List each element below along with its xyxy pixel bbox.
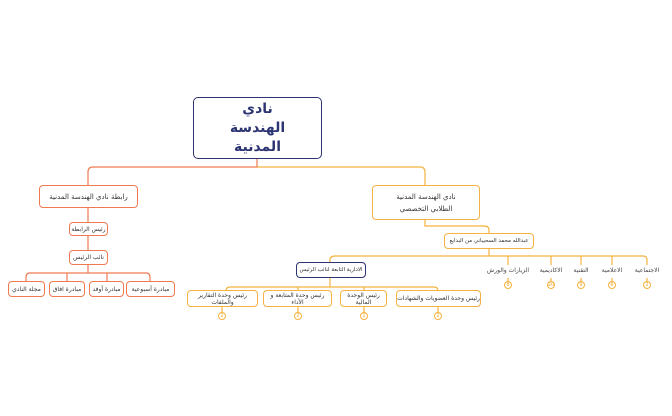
- collapsed-count-badge[interactable]: 20: [547, 281, 555, 289]
- node-label: نادي الهندسة المدنية الطلابي التخصصي: [396, 192, 456, 213]
- collapsed-count-badge[interactable]: 2: [294, 312, 302, 320]
- node-label: مبادرة أوفد: [92, 285, 121, 293]
- node-label: رئيس الرابطة: [71, 225, 106, 233]
- node-label: رئيس وحدة التقارير والملفات: [198, 291, 247, 306]
- collapsed-count-badge[interactable]: 2: [643, 281, 651, 289]
- node-league-vice[interactable]: نائب الرئيس: [69, 250, 108, 265]
- collapsed-count-badge[interactable]: 6: [608, 281, 616, 289]
- root-label: نادي الهندسة المدنية: [229, 100, 286, 155]
- node-label: مبادرة أسبوعية: [131, 285, 170, 293]
- node-admin[interactable]: الادارية التابعة لنائب الرئيس: [296, 262, 366, 278]
- committee-label[interactable]: الاعلامية: [601, 267, 623, 274]
- node-label: رئيس الوحدة المالية: [347, 291, 380, 306]
- node-league[interactable]: رابطة نادي الهندسة المدنية: [39, 185, 138, 208]
- collapsed-count-badge[interactable]: 2: [434, 312, 442, 320]
- node-admin-unit[interactable]: رئيس وحدة المتابعة و الأداء: [263, 290, 332, 307]
- collapsed-count-badge[interactable]: 2: [218, 312, 226, 320]
- node-label: رئيس وحدة المتابعة و الأداء: [270, 291, 325, 306]
- node-label: رئيس وحدة العضويات والشهادات: [397, 295, 480, 302]
- node-label: نائب الرئيس: [73, 254, 104, 261]
- node-initiative[interactable]: مبادرة أسبوعية: [126, 281, 175, 297]
- node-initiative[interactable]: مبادرة افاق: [49, 281, 85, 297]
- node-league-president[interactable]: رئيس الرابطة: [69, 222, 108, 236]
- collapsed-count-badge[interactable]: 2: [360, 312, 368, 320]
- node-admin-unit[interactable]: رئيس وحدة التقارير والملفات: [187, 290, 258, 307]
- node-label: رابطة نادي الهندسة المدنية: [49, 192, 128, 201]
- node-admin-unit[interactable]: رئيس الوحدة المالية: [340, 290, 387, 307]
- committee-label[interactable]: الاجتماعية: [634, 267, 660, 274]
- collapsed-count-badge[interactable]: 8: [504, 281, 512, 289]
- committee-label[interactable]: التقنية: [573, 267, 589, 274]
- node-admin-unit[interactable]: رئيس وحدة العضويات والشهادات: [396, 290, 481, 307]
- node-label: الادارية التابعة لنائب الرئيس: [299, 267, 363, 273]
- node-label: مبادرة افاق: [52, 285, 82, 293]
- committee-label[interactable]: الزيارات والورش: [486, 267, 530, 274]
- committee-label[interactable]: الاكاديمية: [539, 267, 563, 274]
- node-initiative[interactable]: مبادرة أوفد: [89, 281, 124, 297]
- root-node[interactable]: نادي الهندسة المدنية: [193, 97, 322, 159]
- node-label: مجلة النادي: [12, 285, 41, 293]
- node-label: عبدالله محمد السحيباني من البدايع: [449, 238, 529, 244]
- node-magazine[interactable]: مجلة النادي: [8, 281, 45, 297]
- node-club[interactable]: نادي الهندسة المدنية الطلابي التخصصي: [372, 185, 480, 220]
- collapsed-count-badge[interactable]: 9: [577, 281, 585, 289]
- node-leader[interactable]: عبدالله محمد السحيباني من البدايع: [444, 233, 534, 249]
